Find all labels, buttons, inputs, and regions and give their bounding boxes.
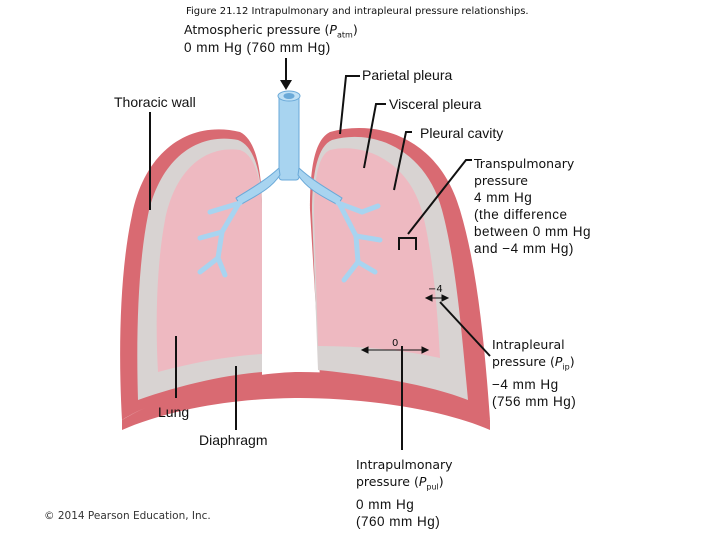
atmosphere-arrowhead	[280, 80, 292, 90]
transpulmonary-value: 4 mm Hg	[474, 190, 533, 205]
diaphragm-shape	[122, 372, 490, 430]
lung-label: Lung	[158, 404, 190, 420]
atmospheric-pressure-value: 0 mm Hg (760 mm Hg)	[184, 40, 331, 55]
intrapleural-line1: Intrapleural	[492, 337, 565, 352]
intrapulmonary-zero: 0	[392, 338, 399, 349]
transpulmonary-line4: (the difference	[474, 207, 568, 222]
airway-tree	[235, 90, 343, 206]
lung-right	[314, 148, 440, 358]
intrapleural-line2: pressure (Pip)	[492, 354, 575, 372]
intrapleural-value: −4 mm Hg	[492, 376, 559, 392]
transpulmonary-line5: between 0 mm Hg	[474, 224, 592, 239]
intrapulmonary-line4: (760 mm Hg)	[356, 513, 441, 529]
intrapulmonary-line1: Intrapulmonary	[356, 457, 453, 472]
intrapulmonary-value: 0 mm Hg	[356, 496, 415, 512]
intrapleural-minus-four: −4	[428, 284, 443, 295]
thoracic-wall-label: Thoracic wall	[114, 94, 196, 110]
copyright: © 2014 Pearson Education, Inc.	[44, 510, 211, 522]
bronchi-branches	[197, 200, 383, 283]
intrapleural-pressure-block: Intrapleural pressure (Pip) −4 mm Hg (75…	[492, 336, 576, 410]
measurement-ticks	[360, 294, 450, 354]
transpulmonary-pressure-block: Transpulmonary pressure 4 mm Hg (the dif…	[474, 155, 591, 257]
atmospheric-pressure-label: Atmospheric pressure (Patm)	[184, 22, 358, 40]
figure-caption: Figure 21.12 Intrapulmonary and intraple…	[186, 6, 529, 17]
visceral-pleura-label: Visceral pleura	[389, 96, 482, 112]
diaphragm-label: Diaphragm	[199, 432, 268, 448]
transpulmonary-line1: Transpulmonary	[474, 156, 575, 171]
transpulmonary-line2: pressure	[474, 173, 528, 188]
pleural-cavity-label: Pleural cavity	[420, 125, 504, 141]
intrapulmonary-line2: pressure (Ppul)	[356, 474, 444, 492]
parietal-pleura-label: Parietal pleura	[362, 67, 453, 83]
leader-lines	[149, 58, 491, 450]
intrapulmonary-pressure-block: Intrapulmonary pressure (Ppul) 0 mm Hg (…	[356, 456, 453, 530]
intrapleural-line4: (756 mm Hg)	[492, 393, 577, 409]
transpulmonary-line6: and −4 mm Hg)	[474, 241, 574, 256]
